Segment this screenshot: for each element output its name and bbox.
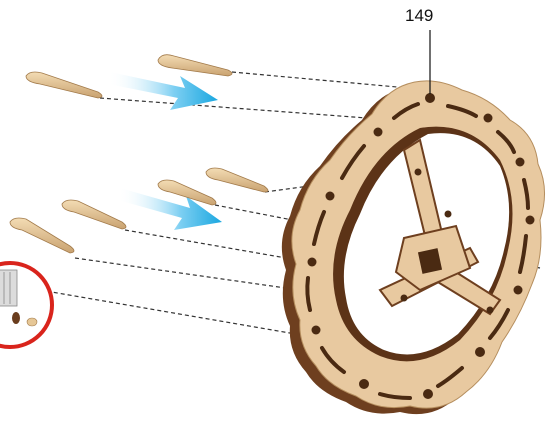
arrow-right-icon [108,72,218,110]
gear-ring-icon [282,81,545,414]
wooden-peg [206,168,268,192]
part-number-label: 149 [405,6,433,26]
detail-callout [0,263,52,347]
wooden-peg [158,55,232,76]
arrow-right-icon [118,188,222,230]
insertion-arrows [108,72,222,230]
wooden-peg [158,180,216,205]
wooden-peg [26,72,102,98]
wooden-peg [10,218,74,253]
wooden-peg [62,200,126,229]
